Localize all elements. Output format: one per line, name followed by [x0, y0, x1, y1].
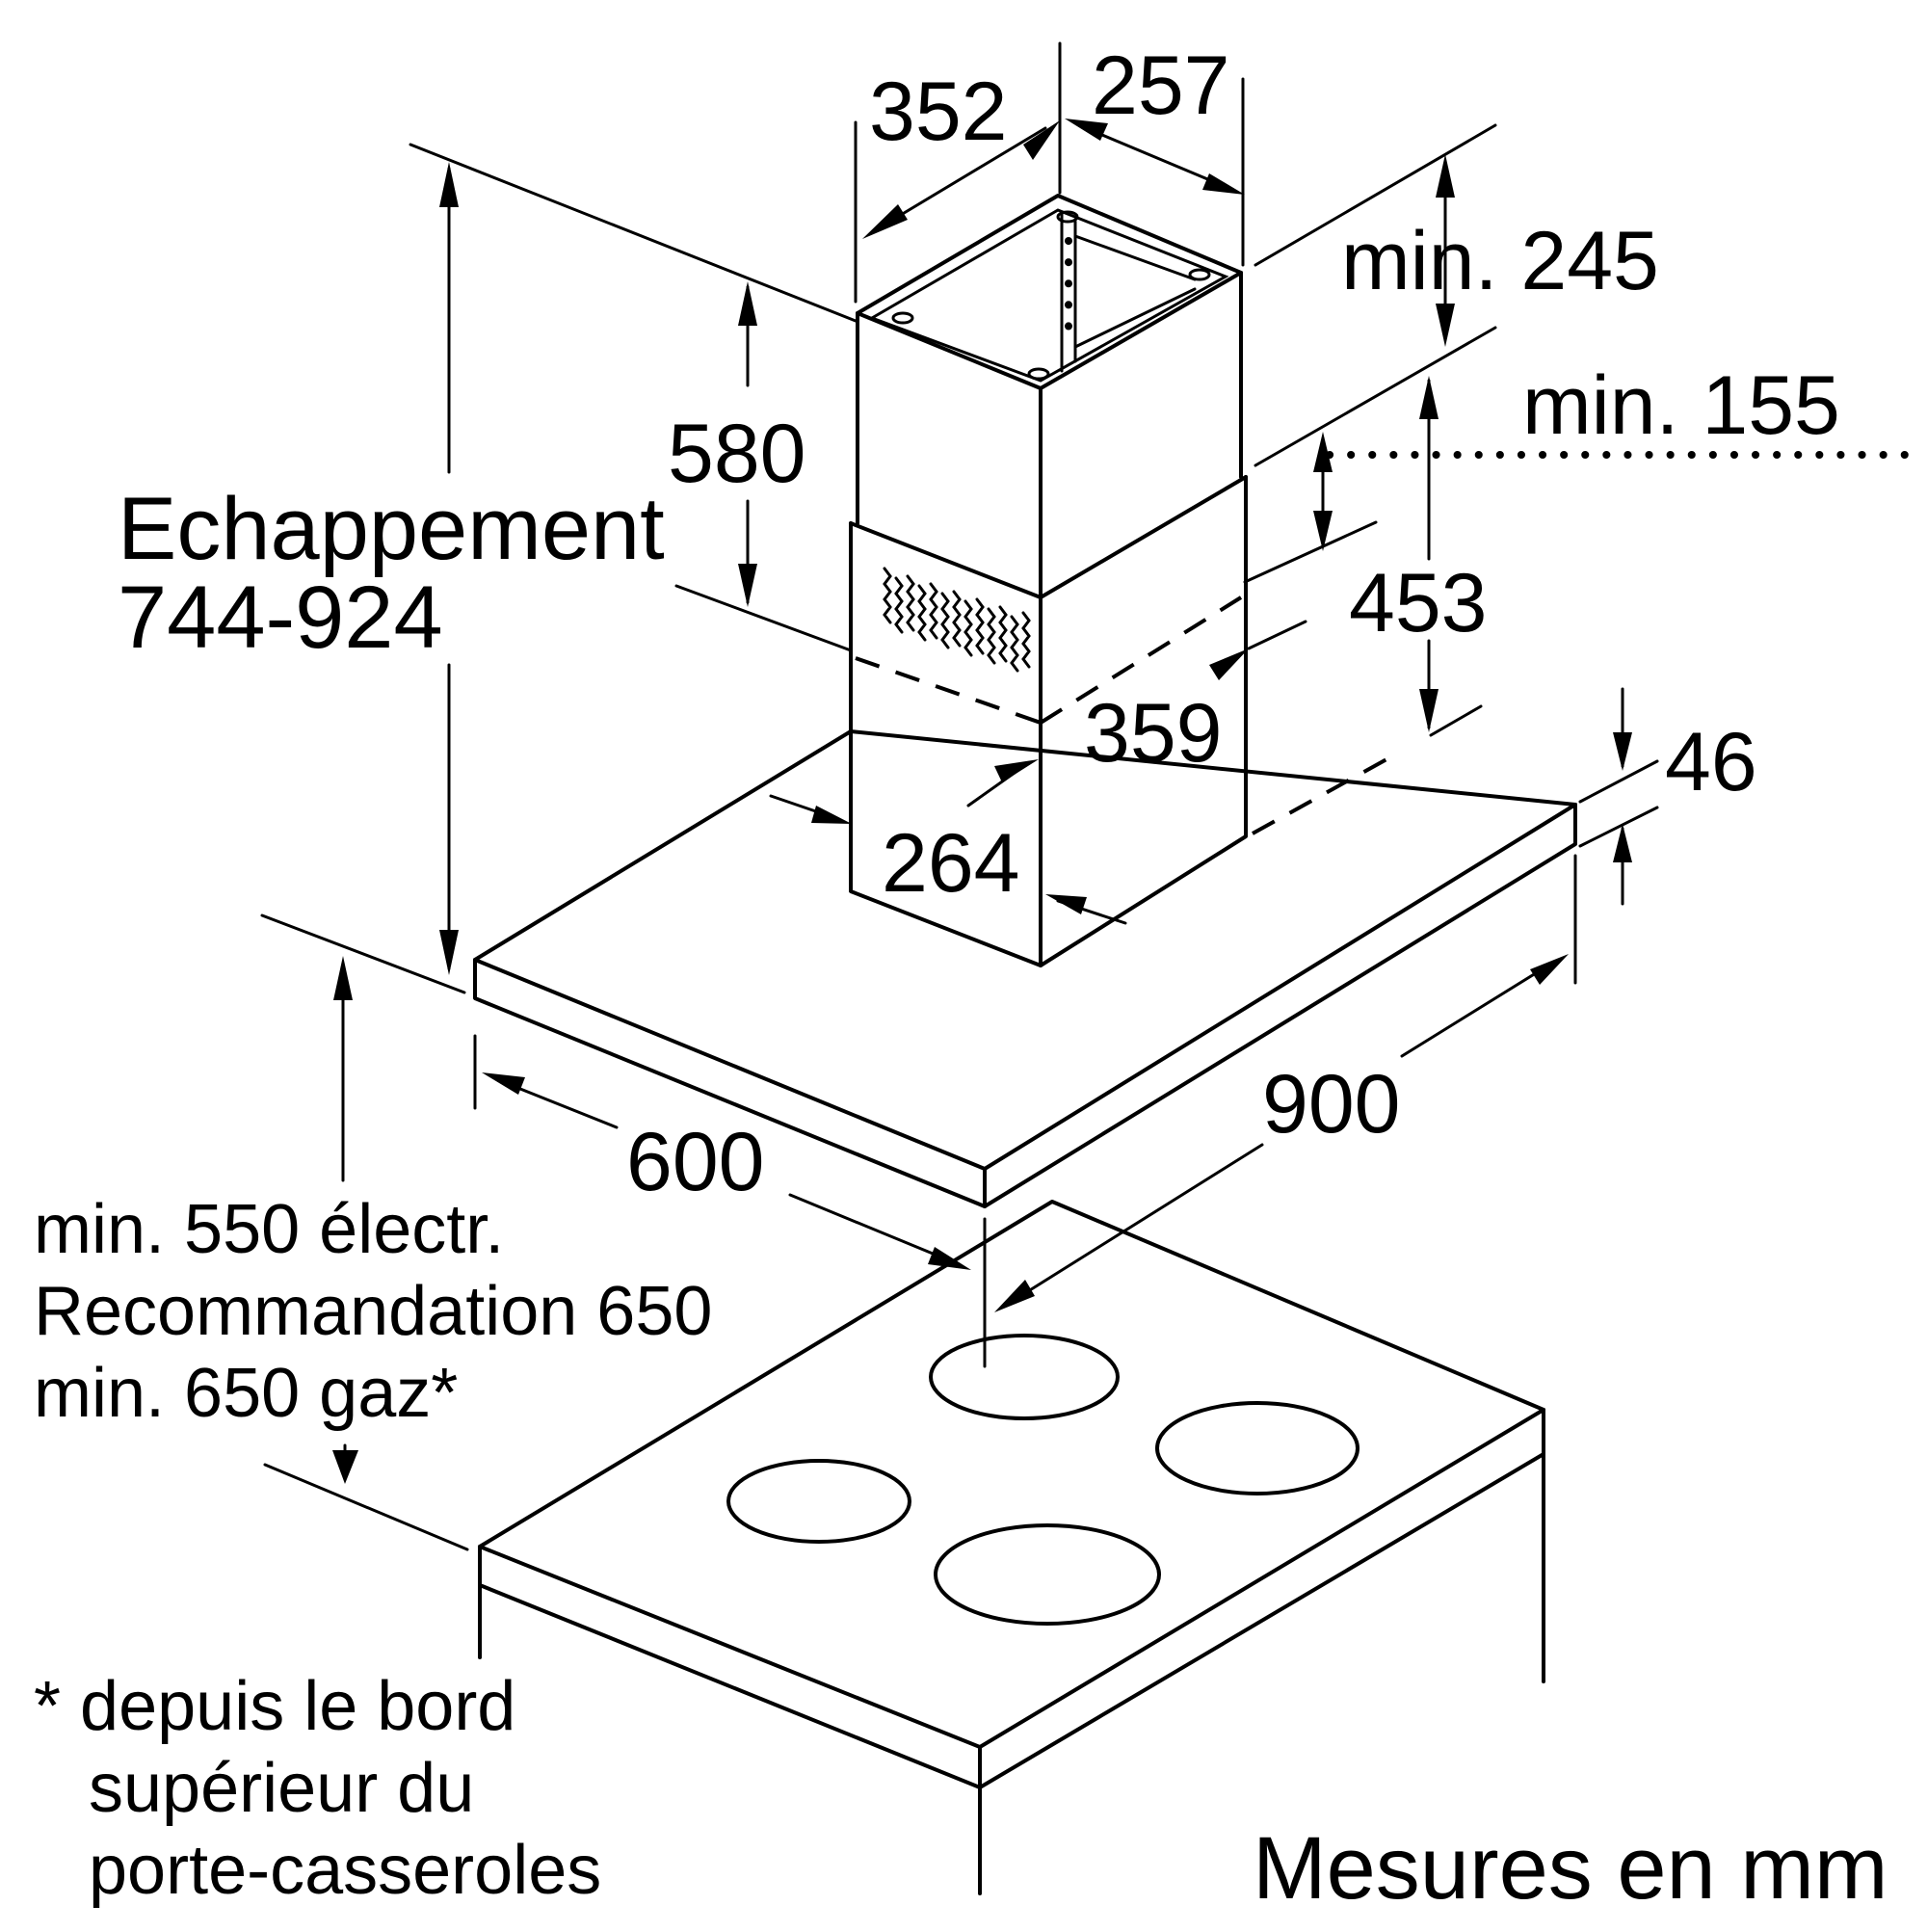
note-min-550-electr: min. 550 électr. — [34, 1191, 504, 1268]
arrowhead — [1313, 511, 1333, 551]
screw-hole — [1027, 367, 1050, 381]
dimension-labels: 352 257 min. 245 min. 155 580 Echappemen… — [118, 40, 1840, 1208]
screw-hole — [1056, 210, 1079, 224]
screw-hole — [1188, 268, 1211, 281]
ext-46-top — [1578, 759, 1659, 804]
arrowhead — [738, 281, 757, 326]
burner-front — [934, 1523, 1161, 1626]
ext-mid-right — [1254, 326, 1497, 467]
label-range-744-924: 744-924 — [118, 569, 443, 667]
arrowhead — [1613, 824, 1632, 862]
units-note: Mesures en mm — [1253, 1819, 1888, 1918]
arrowhead — [439, 162, 459, 207]
lower-duct-hidden-left — [855, 656, 1042, 725]
duct-joint — [849, 475, 1248, 599]
ext-top-right — [1254, 123, 1497, 267]
arrowhead — [1419, 376, 1439, 419]
arrowhead — [1209, 648, 1249, 680]
chimney — [849, 194, 1248, 967]
arrowhead — [1065, 119, 1108, 141]
footnote-line-2: supérieur du — [89, 1750, 474, 1827]
dim-352-line — [880, 126, 1047, 228]
label-359: 359 — [1084, 687, 1223, 780]
label-900: 900 — [1262, 1058, 1401, 1151]
burner-right — [1155, 1401, 1359, 1495]
dim-257-line — [1077, 123, 1230, 190]
notes: min. 550 électr. Recommandation 650 min.… — [34, 1191, 1888, 1918]
note-min-650-gaz: min. 650 gaz* — [34, 1355, 458, 1432]
ext-453-bottom — [1429, 704, 1483, 737]
label-453: 453 — [1349, 557, 1488, 649]
ext-canopy-left — [260, 913, 466, 994]
ext-top-left — [409, 143, 858, 323]
burner-left — [726, 1459, 911, 1544]
dim-900-line-top — [1400, 962, 1553, 1058]
extension-lines — [260, 41, 1910, 1551]
arrowhead — [811, 806, 852, 824]
arrowhead — [928, 1247, 971, 1270]
arrowhead — [333, 956, 353, 1000]
arrowhead — [1023, 120, 1060, 160]
dim-359-line — [1247, 620, 1307, 650]
arrowhead — [862, 204, 908, 239]
ext-580-bottom — [674, 584, 853, 652]
label-min-245: min. 245 — [1341, 215, 1659, 307]
bracket-arm — [1073, 234, 1197, 281]
footnote-line-1: * depuis le bord — [34, 1668, 515, 1745]
dim-600-line-right — [788, 1193, 956, 1264]
arrowhead — [1436, 304, 1455, 347]
bracket-brace — [1073, 287, 1197, 349]
arrowhead — [1436, 154, 1455, 198]
arrowhead — [1530, 954, 1569, 985]
label-46: 46 — [1665, 716, 1757, 808]
ext-46-bottom — [1578, 806, 1659, 848]
label-257: 257 — [1092, 40, 1230, 132]
arrowhead — [738, 564, 757, 607]
hood-canopy — [473, 729, 1577, 1208]
label-352: 352 — [869, 66, 1008, 158]
ext-cooktop-left — [263, 1463, 469, 1551]
footnote-line-3: porte-casseroles — [89, 1832, 601, 1909]
dim-900-line-bottom — [1008, 1143, 1264, 1305]
label-echappement: Echappement — [118, 480, 665, 578]
arrowhead — [482, 1072, 525, 1095]
arrowhead — [1613, 732, 1632, 771]
canopy-hidden-edge — [1252, 752, 1398, 835]
upper-duct-rim — [868, 208, 1229, 383]
label-600: 600 — [626, 1116, 765, 1208]
grille-slots — [883, 567, 1031, 673]
arrowhead — [439, 930, 459, 975]
canopy-top — [473, 729, 1577, 1171]
arrowhead — [1313, 432, 1333, 472]
dimension-arrows — [332, 119, 1632, 1484]
arrowhead — [332, 1450, 358, 1484]
label-264: 264 — [882, 817, 1020, 910]
vent-grille — [883, 567, 1031, 673]
arrowhead — [1202, 173, 1245, 195]
cooktop — [478, 1200, 1545, 1895]
ext-359 — [1243, 520, 1378, 584]
burner-back — [929, 1334, 1120, 1420]
label-min-155: min. 155 — [1522, 359, 1840, 452]
note-recommandation: Recommandation 650 — [34, 1273, 712, 1350]
label-580: 580 — [668, 408, 806, 500]
cooktop-edge — [478, 1408, 1545, 1789]
screw-hole — [891, 311, 914, 325]
arrowhead — [1045, 894, 1087, 914]
arrowhead — [994, 759, 1039, 782]
arrowhead — [994, 1280, 1035, 1312]
arrowhead — [1419, 689, 1439, 732]
